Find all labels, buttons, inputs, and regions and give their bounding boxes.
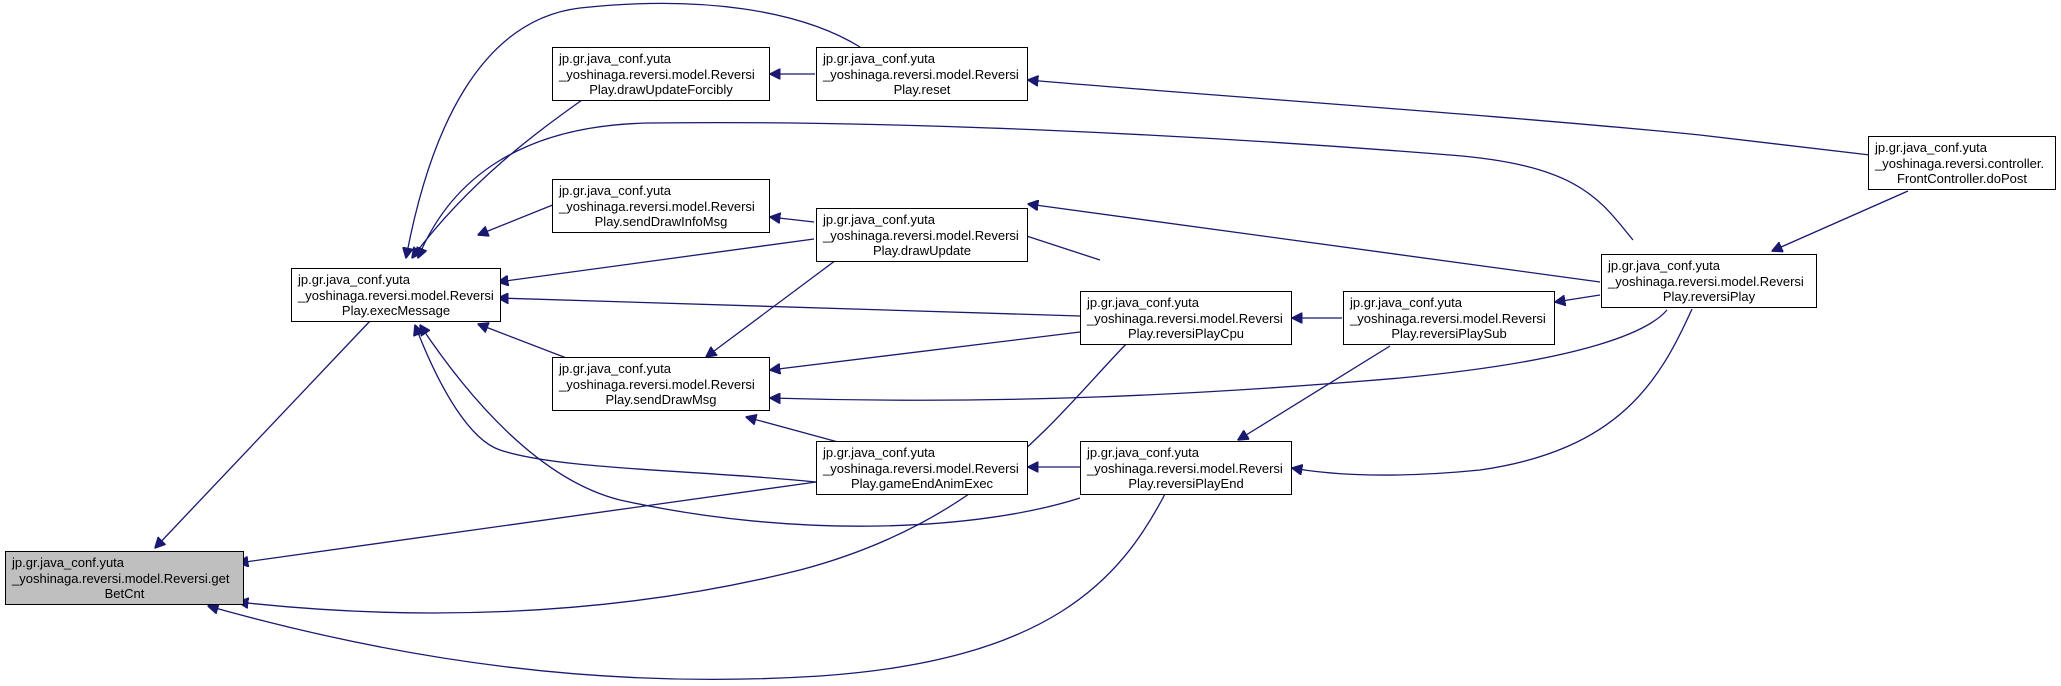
node-sendDrawMsg[interactable]: jp.gr.java_conf.yuta _yoshinaga.reversi.… <box>552 357 770 411</box>
node-execMessage[interactable]: jp.gr.java_conf.yuta _yoshinaga.reversi.… <box>291 268 501 322</box>
node-sendDrawInfoMsg[interactable]: jp.gr.java_conf.yuta _yoshinaga.reversi.… <box>552 179 770 233</box>
node-line: Play.execMessage <box>341 303 451 318</box>
node-line: Play.reset <box>893 82 951 97</box>
node-line: _yoshinaga.reversi.model.Reversi.get <box>12 570 230 586</box>
edge-doPost-reset <box>1028 80 1871 156</box>
edge-drawUpdate-sendDrawInfoMsg <box>770 217 815 222</box>
edge-gameEndAnimExec-sendDrawMsg <box>746 417 839 443</box>
node-line: _yoshinaga.reversi.model.Reversi <box>559 66 755 82</box>
edge-reversiPlayCpu-execMessage <box>498 298 1081 317</box>
edge-reversiPlay-drawUpdate <box>1028 204 1601 283</box>
node-line: jp.gr.java_conf.yuta <box>823 212 936 227</box>
node-line: Play.reversiPlayCpu <box>1127 326 1245 341</box>
node-drawUpdate[interactable]: jp.gr.java_conf.yuta _yoshinaga.reversi.… <box>816 208 1028 262</box>
node-line: _yoshinaga.reversi.model.Reversi <box>559 376 755 392</box>
node-gameEndAnimExec[interactable]: jp.gr.java_conf.yuta _yoshinaga.reversi.… <box>816 441 1028 495</box>
node-line: jp.gr.java_conf.yuta <box>559 183 672 198</box>
node-reversiPlayEnd[interactable]: jp.gr.java_conf.yuta _yoshinaga.reversi.… <box>1080 441 1292 495</box>
node-line: _yoshinaga.reversi.model.Reversi <box>298 287 494 303</box>
node-line: jp.gr.java_conf.yuta <box>1087 445 1200 460</box>
node-reset[interactable]: jp.gr.java_conf.yuta _yoshinaga.reversi.… <box>816 47 1028 101</box>
node-line: Play.gameEndAnimExec <box>850 476 994 491</box>
node-doPost[interactable]: jp.gr.java_conf.yuta _yoshinaga.reversi.… <box>1868 136 2056 190</box>
edge-reset-execMessage <box>406 2 861 258</box>
edge-execMessage-getBetCnt <box>155 320 371 548</box>
node-line: jp.gr.java_conf.yuta <box>559 361 672 376</box>
node-line: Play.reversiPlay <box>1662 289 1756 304</box>
node-line: jp.gr.java_conf.yuta <box>1350 295 1463 310</box>
edge-reversiPlayEnd-getBetCnt <box>208 493 1166 681</box>
node-line: jp.gr.java_conf.yuta <box>823 51 936 66</box>
node-line: _yoshinaga.reversi.model.Reversi <box>823 66 1019 82</box>
edge-gameEndAnimExec-getBetCnt <box>238 481 817 563</box>
node-line: _yoshinaga.reversi.controller. <box>1875 155 2045 171</box>
edge-reversiPlayEnd-execMessage <box>420 325 1081 527</box>
edge-reversiPlayCpu-sendDrawMsg <box>770 331 1081 370</box>
node-line: _yoshinaga.reversi.model.Reversi <box>1350 310 1546 326</box>
node-reversiPlayCpu[interactable]: jp.gr.java_conf.yuta _yoshinaga.reversi.… <box>1080 291 1292 345</box>
node-line: jp.gr.java_conf.yuta <box>1087 295 1200 310</box>
node-line: jp.gr.java_conf.yuta <box>823 445 936 460</box>
node-line: jp.gr.java_conf.yuta <box>12 555 125 570</box>
node-line: _yoshinaga.reversi.model.Reversi <box>559 198 755 214</box>
node-line: _yoshinaga.reversi.model.Reversi <box>1087 460 1283 476</box>
edge-reversiPlayCpu-getBetCnt <box>238 336 1134 614</box>
edge-gameEndAnimExec-execMessage <box>415 325 817 483</box>
node-line: BetCnt <box>104 586 145 601</box>
node-line: Play.sendDrawInfoMsg <box>594 214 728 229</box>
node-line: FrontController.doPost <box>1896 171 2028 186</box>
edge-drawUpdate-execMessage <box>498 238 815 282</box>
node-line: _yoshinaga.reversi.model.Reversi <box>1608 273 1804 289</box>
node-line: Play.drawUpdateForcibly <box>589 82 733 97</box>
node-line: Play.reversiPlaySub <box>1391 326 1507 341</box>
node-line: _yoshinaga.reversi.model.Reversi <box>1087 310 1283 326</box>
edge-reversiPlaySub-reversiPlayEnd <box>1238 345 1391 440</box>
node-line: jp.gr.java_conf.yuta <box>1875 140 1988 155</box>
node-line: jp.gr.java_conf.yuta <box>1608 258 1721 273</box>
node-reversiPlaySub[interactable]: jp.gr.java_conf.yuta _yoshinaga.reversi.… <box>1343 291 1555 345</box>
node-line: _yoshinaga.reversi.model.Reversi <box>823 460 1019 476</box>
node-line: Play.reversiPlayEnd <box>1128 476 1244 491</box>
node-line: Play.sendDrawMsg <box>605 392 717 407</box>
node-line: jp.gr.java_conf.yuta <box>559 51 672 66</box>
node-line: _yoshinaga.reversi.model.Reversi <box>823 227 1019 243</box>
edge-doPost-reversiPlay <box>1772 190 1909 251</box>
edge-reversiPlay-reversiPlayEnd <box>1292 308 1693 476</box>
edge-reversiPlay-sendDrawMsg <box>770 309 1668 400</box>
node-line: Play.drawUpdate <box>872 243 972 258</box>
node-reversiPlay[interactable]: jp.gr.java_conf.yuta _yoshinaga.reversi.… <box>1601 254 1817 308</box>
node-drawUpdateForcibly[interactable]: jp.gr.java_conf.yuta _yoshinaga.reversi.… <box>552 47 770 101</box>
node-getBetCnt[interactable]: jp.gr.java_conf.yuta _yoshinaga.reversi.… <box>5 551 244 605</box>
edge-reversiPlay-reversiPlaySub <box>1555 294 1601 302</box>
edge-drawUpdateForcibly-execMessage <box>412 99 583 258</box>
node-line: jp.gr.java_conf.yuta <box>298 272 411 287</box>
edge-reversiPlay-execMessage <box>418 121 1634 258</box>
